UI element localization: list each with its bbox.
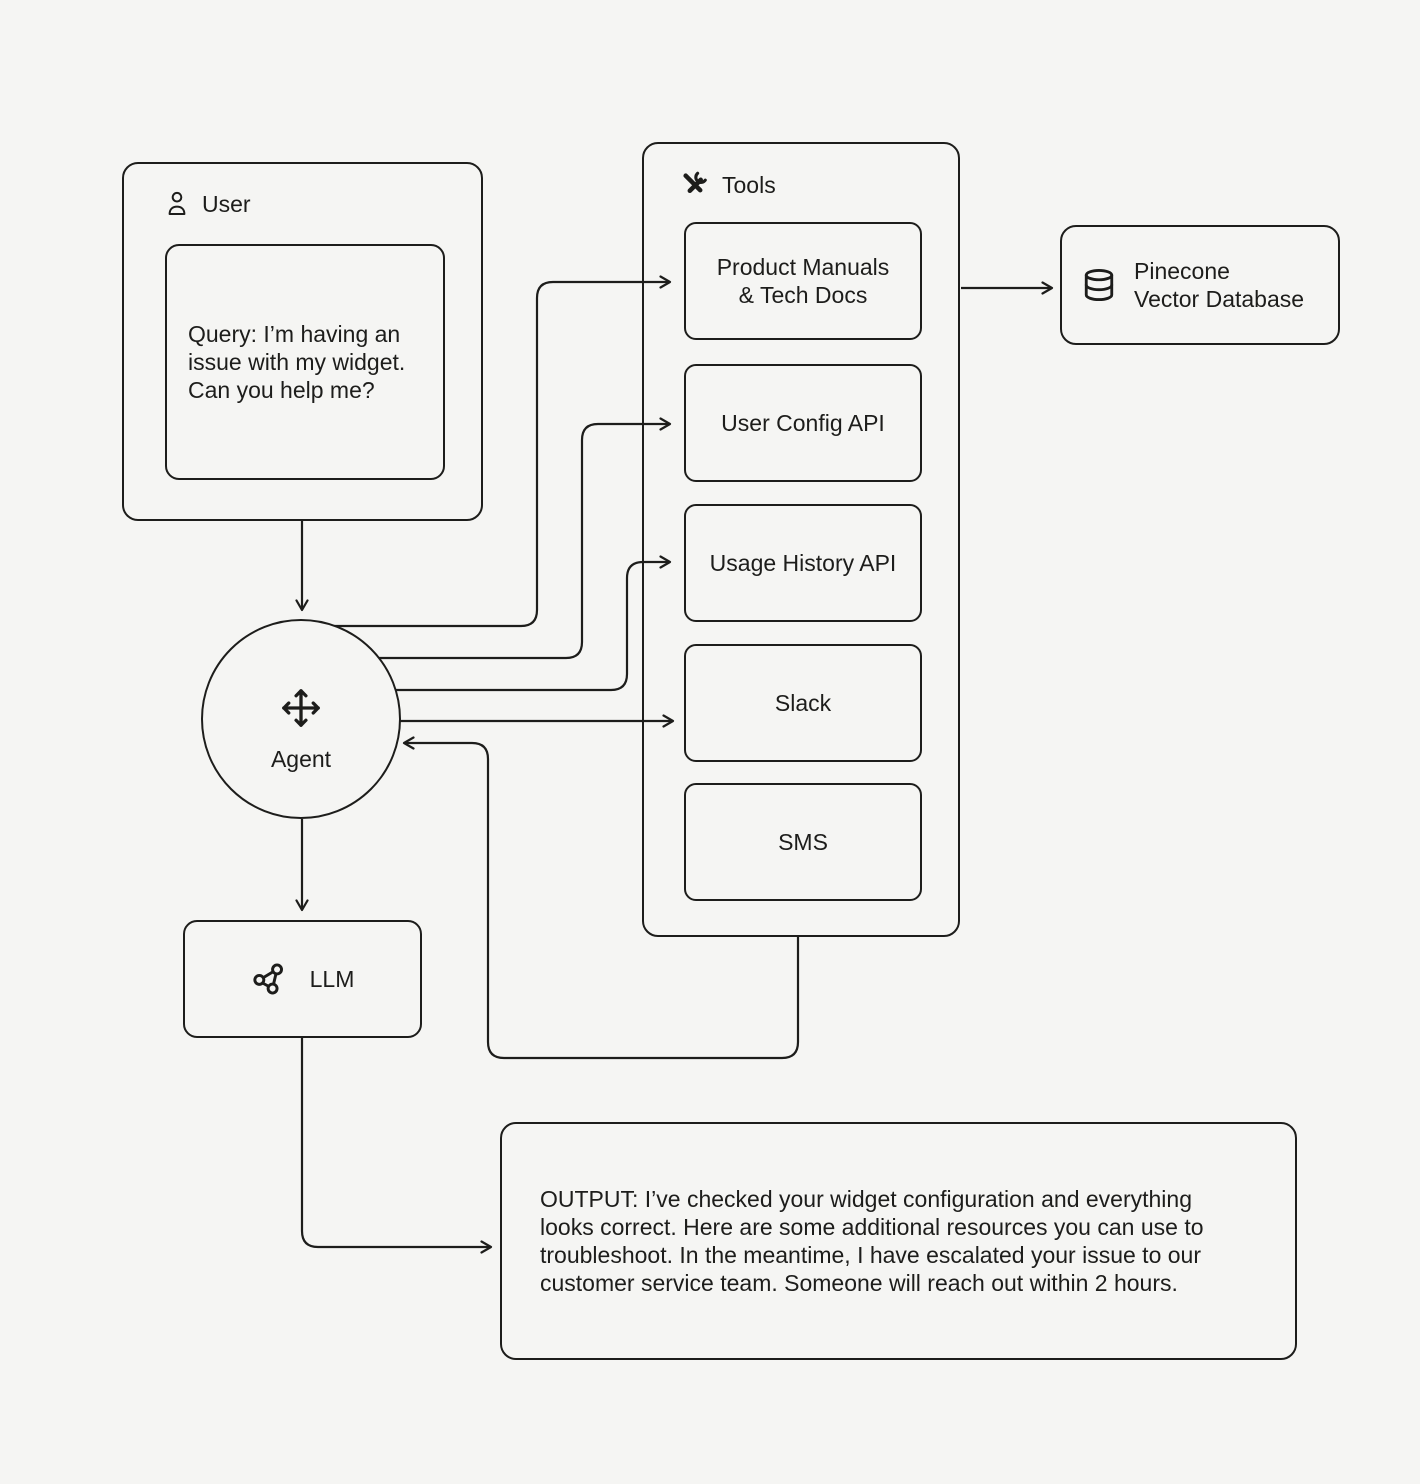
arrow-llm-to-output — [300, 1038, 493, 1254]
query-text: Query: I’m having an issue with my widge… — [188, 321, 406, 403]
llm-label: LLM — [309, 966, 355, 992]
tools-box: Tools Product Manuals & Tech Docs User C… — [642, 142, 960, 937]
move-arrows-icon — [282, 689, 320, 727]
pinecone-label: Pinecone Vector Database — [1134, 258, 1305, 312]
arrow-agent-to-user-config-api — [375, 417, 672, 660]
output-box: OUTPUT: I’ve checked your widget configu… — [500, 1122, 1297, 1360]
output-text: OUTPUT: I’ve checked your widget configu… — [540, 1186, 1204, 1296]
tool-user-config-api: User Config API — [684, 364, 922, 482]
query-box: Query: I’m having an issue with my widge… — [165, 244, 445, 480]
arrow-agent-to-usage-history-api — [392, 555, 672, 692]
tool-product-manuals: Product Manuals & Tech Docs — [684, 222, 922, 340]
agent-label: Agent — [270, 746, 332, 772]
tools-box-label: Tools — [722, 171, 776, 198]
arrow-agent-to-product-manuals — [330, 275, 672, 628]
llm-box: LLM — [183, 920, 422, 1038]
user-box-label: User — [202, 191, 251, 217]
crossed-tools-icon — [683, 171, 707, 193]
user-box: User Query: I’m having an issue with my … — [122, 162, 483, 521]
database-icon — [1084, 268, 1114, 302]
network-nodes-icon — [253, 963, 283, 995]
tool-slack: Slack — [684, 644, 922, 762]
tool-usage-history-api: Usage History API — [684, 504, 922, 622]
person-icon — [168, 191, 186, 215]
tool-sms: SMS — [684, 783, 922, 901]
agent-node: Agent — [201, 619, 401, 819]
arrow-tools-to-agent — [402, 736, 800, 1060]
pinecone-vector-database-box: Pinecone Vector Database — [1060, 225, 1340, 345]
